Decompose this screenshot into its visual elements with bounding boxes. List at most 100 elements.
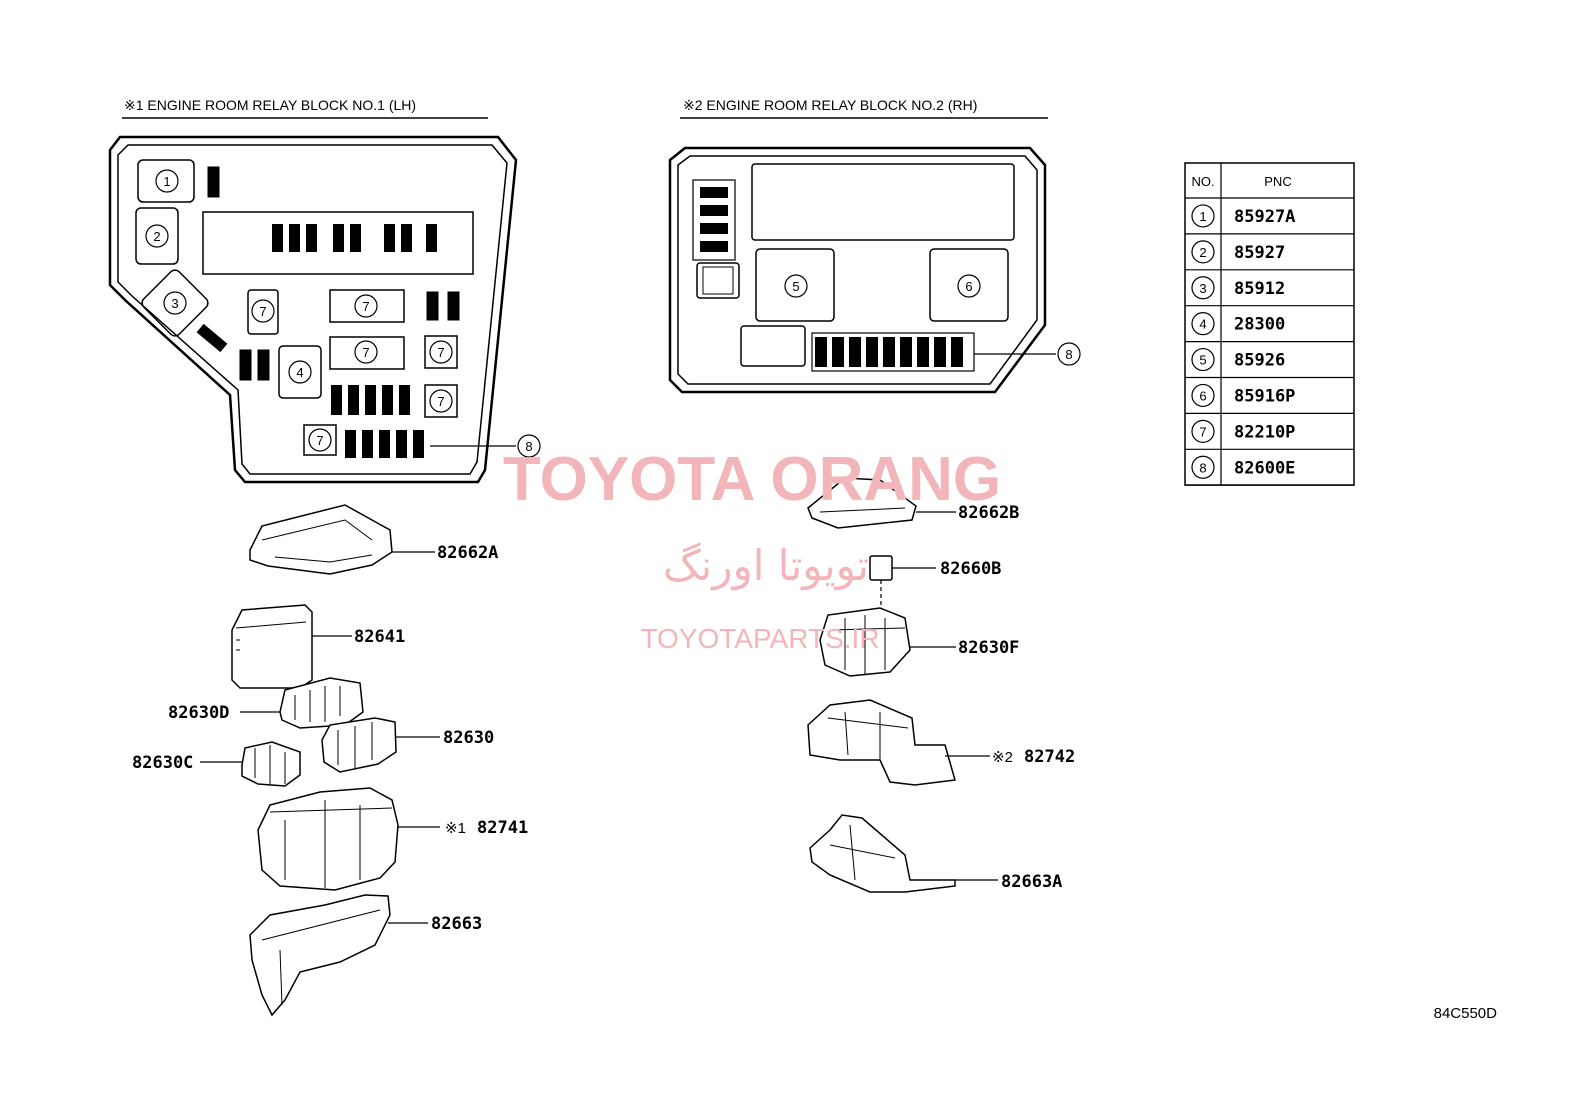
part-82742-relay-block bbox=[807, 699, 990, 786]
label-82630C: 82630C bbox=[132, 753, 193, 773]
callout-3: 3 bbox=[163, 291, 187, 315]
callout-7: 7 bbox=[308, 428, 332, 452]
callout-7: 7 bbox=[251, 299, 275, 323]
row-pnc: 82210P bbox=[1234, 422, 1295, 442]
label-82641: 82641 bbox=[354, 627, 405, 647]
part-82630-holder bbox=[321, 717, 440, 773]
svg-text:2: 2 bbox=[153, 229, 160, 244]
watermark-line3: TOYOTAPARTS.IR bbox=[640, 623, 879, 654]
row-number-circle bbox=[1191, 204, 1215, 228]
callout-5: 5 bbox=[784, 274, 808, 298]
label-82630F: 82630F bbox=[958, 638, 1019, 658]
row-pnc: 82600E bbox=[1234, 458, 1295, 478]
part-82741-relay-block bbox=[257, 787, 440, 891]
table-row: 6 85916P bbox=[1191, 383, 1295, 408]
relay-block-1-layout bbox=[108, 135, 518, 484]
svg-text:7: 7 bbox=[316, 433, 323, 448]
part-82660B-relay bbox=[869, 555, 936, 615]
row-number: 2 bbox=[1199, 245, 1206, 260]
part-82641-cover bbox=[231, 604, 352, 689]
svg-text:3: 3 bbox=[171, 296, 178, 311]
part-82662A-cover bbox=[249, 504, 435, 575]
callout-1: 1 bbox=[155, 169, 179, 193]
row-number-circle bbox=[1191, 455, 1215, 479]
part-82630C-holder bbox=[200, 741, 301, 787]
label-82662A: 82662A bbox=[437, 543, 498, 563]
part-82662B-cover bbox=[807, 477, 956, 529]
row-number: 7 bbox=[1199, 424, 1206, 439]
row-number: 6 bbox=[1199, 388, 1206, 403]
svg-text:7: 7 bbox=[362, 299, 369, 314]
table-row: 7 82210P bbox=[1191, 419, 1295, 443]
svg-text:7: 7 bbox=[259, 304, 266, 319]
label-82630: 82630 bbox=[443, 728, 494, 748]
label-82630D: 82630D bbox=[168, 703, 229, 723]
row-number: 5 bbox=[1199, 353, 1206, 368]
callout-7: 7 bbox=[429, 340, 453, 364]
svg-text:7: 7 bbox=[437, 394, 444, 409]
row-number-circle bbox=[1191, 383, 1215, 408]
svg-text:1: 1 bbox=[163, 174, 170, 189]
table-header-pnc: PNC bbox=[1264, 174, 1291, 189]
row-number: 3 bbox=[1199, 281, 1206, 296]
block2-callouts: 5 6 8 bbox=[784, 274, 1081, 366]
part-82663A-lower-cover bbox=[809, 814, 998, 893]
svg-text:8: 8 bbox=[1065, 347, 1072, 362]
label-82662B: 82662B bbox=[958, 503, 1019, 523]
table-row: 1 85927A bbox=[1191, 204, 1295, 228]
mark-82741: ※1 bbox=[445, 820, 466, 837]
block1-title: ※1 ENGINE ROOM RELAY BLOCK NO.1 (LH) bbox=[124, 97, 416, 113]
row-pnc: 85926 bbox=[1234, 351, 1285, 371]
row-number-circle bbox=[1191, 276, 1215, 300]
row-number-circle bbox=[1191, 347, 1215, 372]
row-pnc: 85927 bbox=[1234, 243, 1285, 263]
row-number: 8 bbox=[1199, 460, 1206, 475]
block2-title: ※2 ENGINE ROOM RELAY BLOCK NO.2 (RH) bbox=[683, 97, 977, 113]
diagram-code: 84C550D bbox=[1434, 1005, 1498, 1022]
relay-block-2-layout bbox=[668, 146, 1056, 394]
table-row: 4 28300 bbox=[1191, 312, 1285, 336]
row-number-circle bbox=[1191, 312, 1215, 336]
part-82630F-holder bbox=[819, 607, 956, 677]
row-number: 4 bbox=[1199, 317, 1206, 332]
watermark: TOYOTA ORANG تویوتا اورنگ TOYOTAPARTS.IR bbox=[503, 445, 1001, 654]
table-row: 5 85926 bbox=[1191, 347, 1285, 372]
watermark-line1: TOYOTA ORANG bbox=[503, 445, 1001, 514]
callout-7: 7 bbox=[429, 389, 453, 413]
svg-text:6: 6 bbox=[965, 279, 972, 294]
callout-7: 7 bbox=[354, 340, 378, 364]
row-number: 1 bbox=[1199, 209, 1206, 224]
callout-8: 8 bbox=[1057, 342, 1081, 366]
row-pnc: 85916P bbox=[1234, 386, 1295, 406]
part-82630D-holder bbox=[240, 677, 364, 729]
callout-2: 2 bbox=[145, 224, 169, 248]
block1-callouts: 1 2 3 7 7 7 7 4 7 7 8 bbox=[145, 169, 541, 458]
callout-6: 6 bbox=[957, 274, 981, 298]
row-number-circle bbox=[1191, 419, 1215, 443]
row-pnc: 85912 bbox=[1234, 279, 1285, 299]
table-row: 2 85927 bbox=[1191, 240, 1285, 264]
mark-82742: ※2 bbox=[992, 749, 1013, 766]
row-pnc: 85927A bbox=[1234, 207, 1295, 227]
svg-text:7: 7 bbox=[437, 345, 444, 360]
table-row: 8 82600E bbox=[1191, 455, 1295, 479]
callout-4: 4 bbox=[288, 360, 312, 384]
label-82660B: 82660B bbox=[940, 559, 1001, 579]
svg-text:4: 4 bbox=[296, 365, 303, 380]
label-82742: 82742 bbox=[1024, 747, 1075, 767]
watermark-line2: تویوتا اورنگ bbox=[663, 541, 869, 590]
callout-8: 8 bbox=[517, 434, 541, 458]
label-82663A: 82663A bbox=[1001, 872, 1062, 892]
callout-7: 7 bbox=[354, 294, 378, 318]
part-82663-lower-cover bbox=[249, 894, 428, 1017]
row-number-circle bbox=[1191, 240, 1215, 264]
svg-text:8: 8 bbox=[525, 439, 532, 454]
row-pnc: 28300 bbox=[1234, 315, 1285, 335]
svg-text:5: 5 bbox=[792, 279, 799, 294]
svg-text:7: 7 bbox=[362, 345, 369, 360]
label-82663: 82663 bbox=[431, 914, 482, 934]
table-row: 3 85912 bbox=[1191, 276, 1285, 300]
label-82741: 82741 bbox=[477, 818, 528, 838]
table-header-no: NO. bbox=[1191, 174, 1214, 189]
